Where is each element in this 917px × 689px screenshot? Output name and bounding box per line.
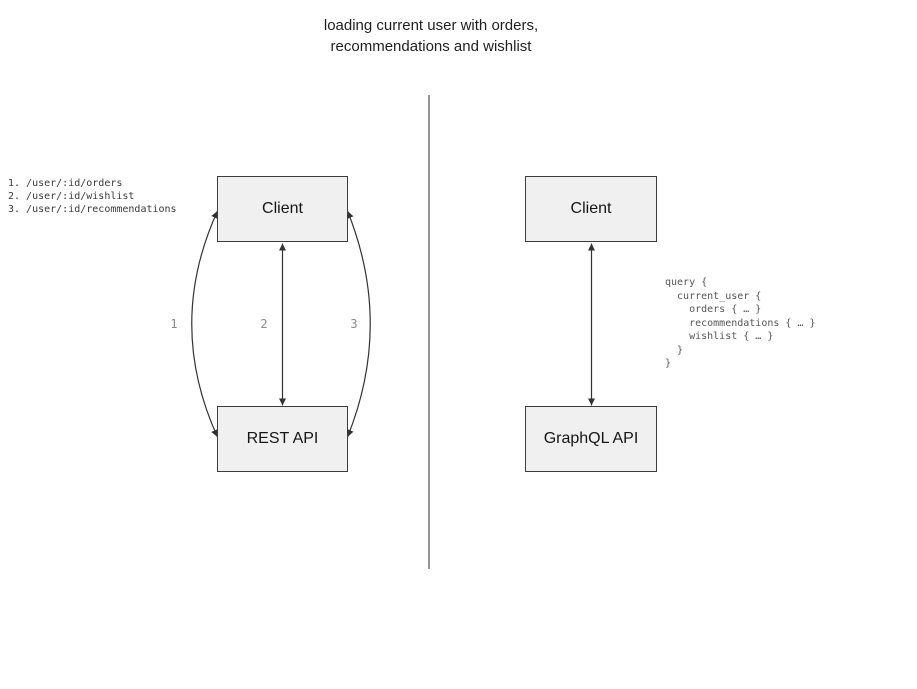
rest-arrow-orders bbox=[191, 210, 219, 438]
diagram-title: loading current user with orders, recomm… bbox=[323, 17, 539, 55]
arrow-label-2: 2 bbox=[260, 317, 268, 331]
arrow-label-1: 1 bbox=[170, 317, 178, 331]
node-client-rest: Client bbox=[217, 176, 348, 242]
node-graphql-api: GraphQL API bbox=[525, 406, 657, 472]
node-client-graphql: Client bbox=[525, 176, 657, 242]
rest-endpoint-list: 1. /user/:id/orders 2. /user/:id/wishlis… bbox=[8, 178, 177, 215]
arrow-label-3: 3 bbox=[350, 317, 358, 331]
graphql-query-snippet: query { current_user { orders { … } reco… bbox=[665, 277, 816, 369]
node-rest-api: REST API bbox=[217, 406, 348, 472]
